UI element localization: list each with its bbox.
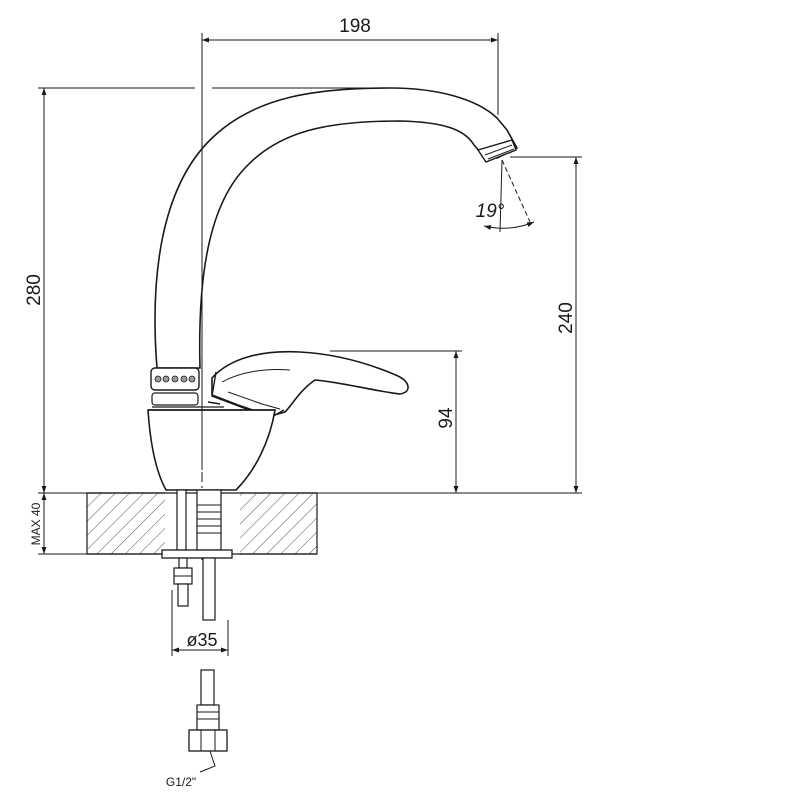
total-height-label: 280 — [24, 274, 45, 306]
dimension-lines — [38, 33, 582, 656]
lever-handle — [211, 350, 409, 417]
hex-nut — [188, 729, 228, 752]
angle-label: 19° — [476, 201, 505, 222]
spout — [154, 87, 519, 369]
spout-height-label: 240 — [556, 302, 577, 334]
mounting-plate — [161, 549, 233, 559]
deck-max-label: MAX 40 — [29, 502, 43, 545]
width-label: 198 — [339, 16, 371, 37]
supply-connections — [161, 489, 233, 773]
thread-label: G1/2" — [166, 775, 196, 789]
hose-fitting — [196, 704, 220, 731]
lever-height-label: 94 — [436, 407, 457, 429]
diameter-label: ø35 — [186, 630, 217, 650]
valve-body — [147, 409, 276, 491]
faucet-body — [147, 87, 519, 491]
ring-beads — [154, 375, 196, 383]
